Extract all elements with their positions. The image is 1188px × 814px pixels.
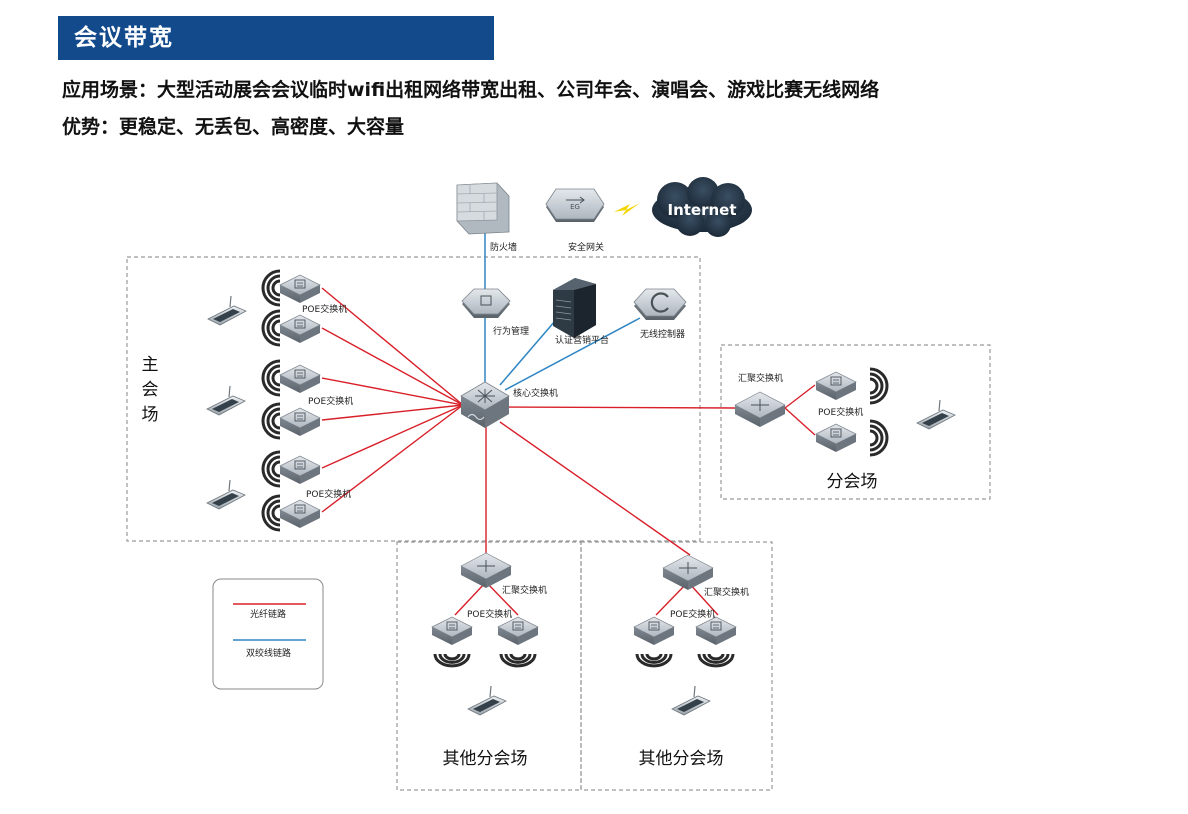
other-poe-switch-icon (497, 616, 539, 645)
other2-agg-label: 汇聚交换机 (704, 586, 749, 598)
main-poe-switch-icon (279, 455, 321, 484)
tablet-icon (206, 479, 246, 510)
main-poe-label: POE交换机 (308, 395, 353, 407)
lightning-icon (614, 203, 640, 216)
main-venue-label-2: 会 (142, 380, 159, 400)
wifi-signal-icon (261, 450, 281, 488)
wifi-signal-icon (261, 269, 281, 307)
wifi-signal-icon (433, 653, 471, 668)
auth-server-icon (553, 278, 596, 338)
sub-poe-switch-icon (815, 423, 857, 452)
auth-platform-label: 认证营销平台 (555, 334, 609, 346)
tablet-icon (207, 295, 247, 326)
internet-cloud-icon (652, 177, 752, 237)
sub-venue-box (720, 344, 991, 500)
other-agg-switch-icon (460, 552, 512, 588)
core-switch-label: 核心交换机 (513, 387, 558, 399)
core-switch-icon (460, 381, 510, 428)
other-venue-label-1: 其他分会场 (443, 749, 528, 769)
legend-twisted-label: 双绞线链路 (246, 647, 291, 659)
sub-poe-label: POE交换机 (818, 406, 863, 418)
internet-label: Internet (667, 201, 736, 219)
wifi-signal-icon (261, 402, 281, 440)
wifi-signal-icon (697, 653, 735, 668)
scenario-text: 应用场景：大型活动展会会议临时wifi出租网络带宽出租、公司年会、演唱会、游戏比… (62, 79, 880, 101)
behavior-management-label: 行为管理 (493, 325, 529, 337)
other1-poe-label: POE交换机 (467, 608, 512, 620)
tablet-icon (206, 385, 246, 416)
main-poe-switch-icon (279, 407, 321, 436)
behavior-management-icon (461, 288, 511, 318)
legend: 光纤链路 双绞线链路 (212, 578, 324, 690)
firewall-icon (456, 182, 510, 235)
other-poe-switch-icon (431, 616, 473, 645)
main-poe-label: POE交换机 (302, 303, 347, 315)
other-venue-box-2 (580, 541, 773, 791)
tablet-icon (671, 685, 711, 716)
twisted-pair-links (484, 226, 641, 391)
tablet-icon (916, 399, 956, 430)
wireless-controller-label: 无线控制器 (640, 328, 685, 340)
fiber-links (321, 287, 816, 616)
page-title: 会议带宽 (58, 16, 494, 60)
sub-poe-switch-icon (815, 371, 857, 400)
main-venue-label-1: 主 (142, 355, 159, 375)
wireless-controller-icon (633, 288, 687, 320)
tablet-icon (467, 685, 507, 716)
wifi-signal-icon (869, 367, 889, 405)
legend-fiber-label: 光纤链路 (250, 608, 286, 620)
wifi-signal-icon (261, 359, 281, 397)
main-poe-switch-icon (279, 274, 321, 303)
gateway-badge: EG (570, 203, 580, 211)
firewall-label: 防火墙 (490, 241, 517, 253)
wifi-signal-icon (261, 494, 281, 532)
gateway-label: 安全网关 (568, 241, 604, 253)
sub-venue-label: 分会场 (827, 472, 878, 492)
other-venue-box-1 (396, 541, 582, 791)
sub-agg-switch-icon (734, 391, 786, 427)
other-venue-label-2: 其他分会场 (639, 749, 724, 769)
wifi-signal-icon (869, 419, 889, 457)
sub-agg-switch-label: 汇聚交换机 (738, 372, 783, 384)
other1-agg-label: 汇聚交换机 (502, 584, 547, 596)
wifi-signal-icon (261, 309, 281, 347)
advantages-text: 优势：更稳定、无丢包、高密度、大容量 (62, 116, 405, 138)
main-poe-switch-icon (279, 314, 321, 343)
wifi-signal-icon (635, 653, 673, 668)
main-poe-label: POE交换机 (306, 488, 351, 500)
main-poe-switch-icon (279, 499, 321, 528)
other-poe-switch-icon (633, 616, 675, 645)
security-gateway-icon: EG (545, 188, 605, 222)
main-venue-label-3: 场 (142, 405, 159, 425)
wifi-signal-icon (499, 653, 537, 668)
other-poe-switch-icon (695, 616, 737, 645)
other2-poe-label: POE交换机 (670, 608, 715, 620)
main-poe-switch-icon (279, 364, 321, 393)
main-venue-box (126, 256, 701, 542)
other-agg-switch-icon (662, 554, 714, 590)
